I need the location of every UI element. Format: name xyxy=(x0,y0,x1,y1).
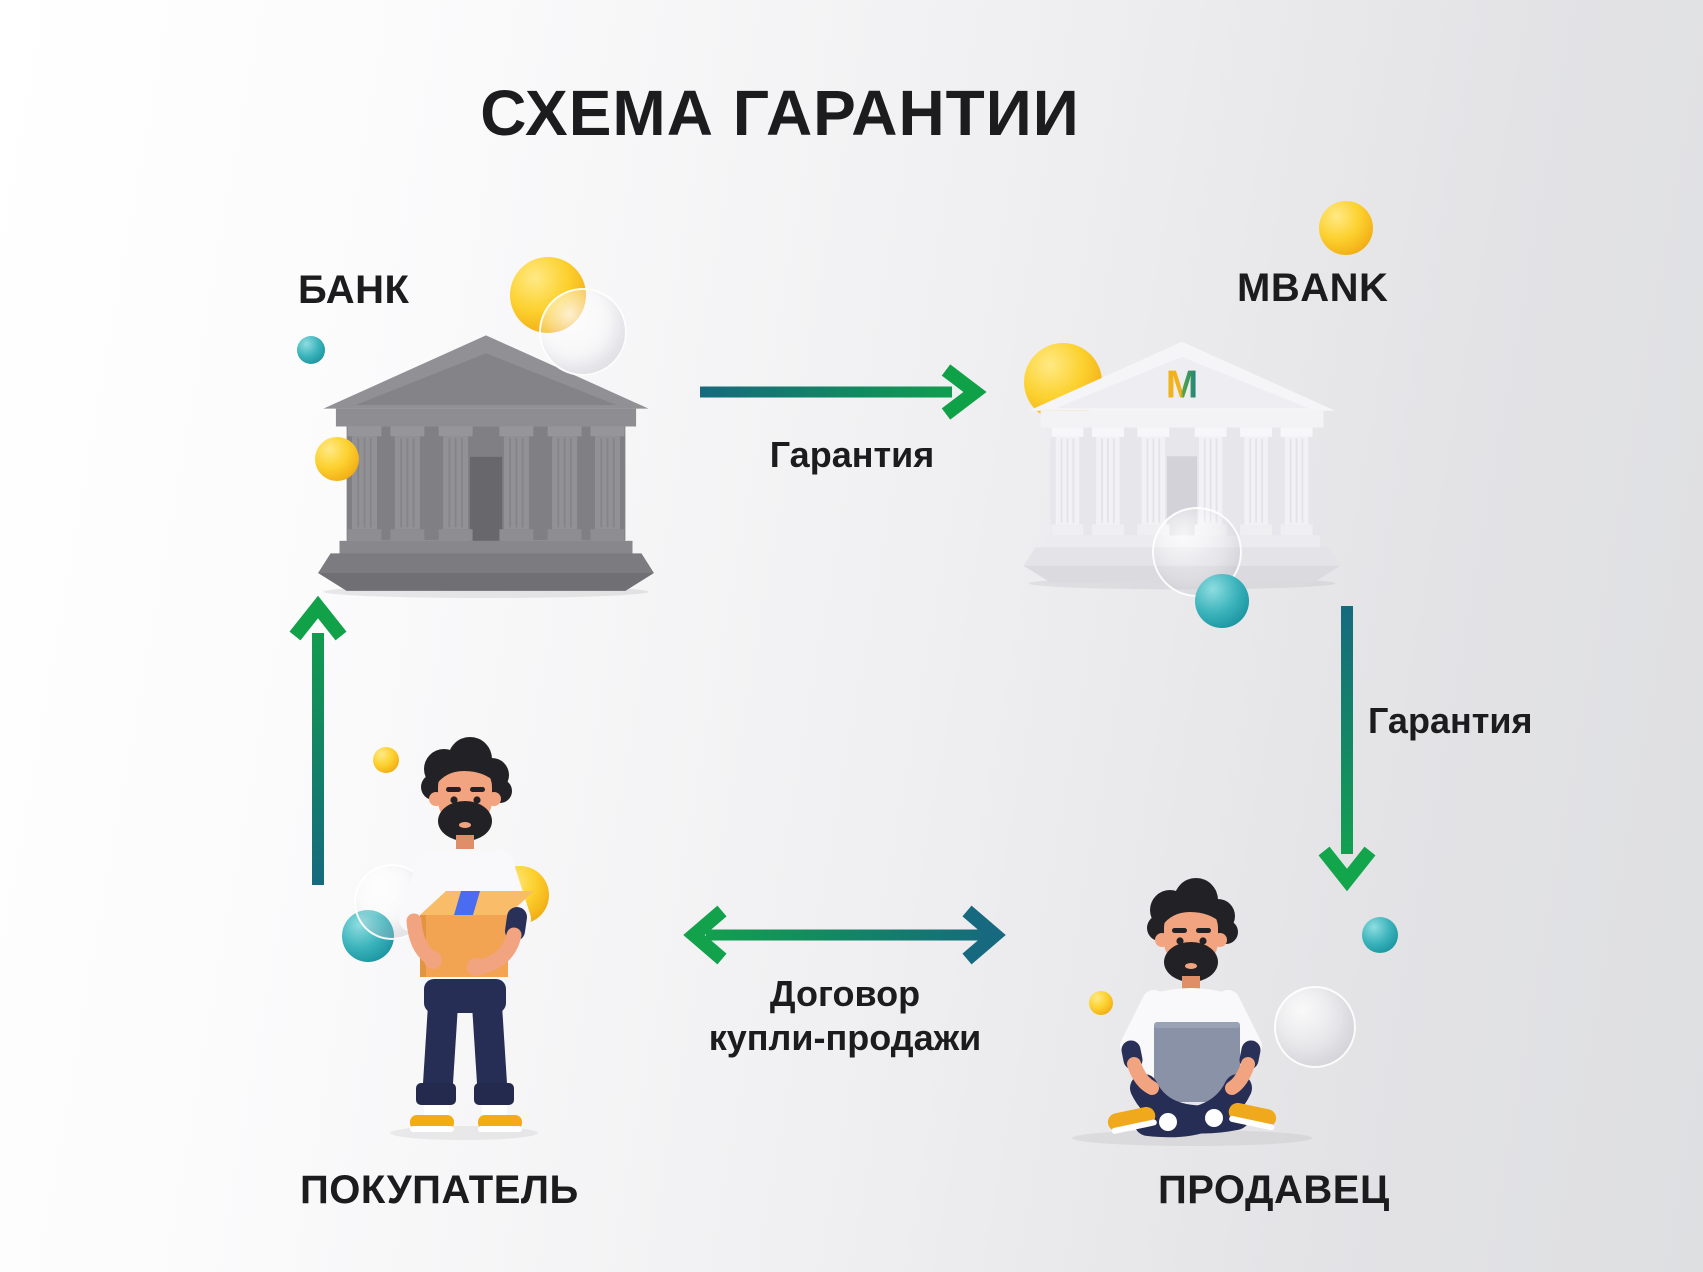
contract-label-line1: Договор xyxy=(769,973,921,1014)
bank-columns xyxy=(347,426,625,541)
seller-legs xyxy=(1107,1074,1277,1138)
buyer-arms xyxy=(406,907,527,976)
contract-label: Договор купли-продажи xyxy=(640,972,1050,1060)
seller-head xyxy=(1147,878,1238,990)
buyer-head xyxy=(421,737,512,849)
guarantee-label-top: Гарантия xyxy=(769,434,935,475)
buyer-label: ПОКУПАТЕЛЬ xyxy=(300,1168,579,1212)
glass-bubble-seller xyxy=(1274,986,1356,1068)
sphere-teal-mbank-bottom xyxy=(1195,574,1249,628)
seller-arms xyxy=(1121,1040,1261,1095)
seller-illustration xyxy=(1072,878,1312,1146)
sphere-yellow-seller-far-left xyxy=(1089,991,1113,1015)
sphere-teal-small-bank xyxy=(297,336,325,364)
page-title: СХЕМА ГАРАНТИИ xyxy=(480,77,1080,149)
buyer-illustration xyxy=(390,737,538,1140)
glass-bubble-bank xyxy=(539,288,627,376)
arrow-buyer-seller-bidirectional xyxy=(683,905,1006,965)
guarantee-label-right: Гарантия xyxy=(1368,700,1533,741)
contract-label-line2: купли-продажи xyxy=(708,1016,982,1058)
sphere-yellow-top-right xyxy=(1319,201,1373,255)
mbank-label: MBANK xyxy=(1237,266,1389,310)
seller-label: ПРОДАВЕЦ xyxy=(1158,1168,1390,1212)
mbank-logo: M xyxy=(1166,363,1198,406)
bank-building-gray xyxy=(318,335,654,598)
arrow-buyer-to-bank xyxy=(289,595,347,885)
buyer-legs xyxy=(410,979,522,1132)
sphere-teal-seller-right xyxy=(1362,917,1398,953)
laptop xyxy=(1154,1022,1240,1102)
box-tape xyxy=(454,891,480,915)
arrow-bank-to-mbank xyxy=(700,364,987,420)
sphere-yellow-bank-left xyxy=(315,437,359,481)
sphere-yellow-buyer-top xyxy=(373,747,399,773)
arrow-mbank-to-seller xyxy=(1318,606,1376,892)
bank-label: БАНК xyxy=(298,268,410,312)
